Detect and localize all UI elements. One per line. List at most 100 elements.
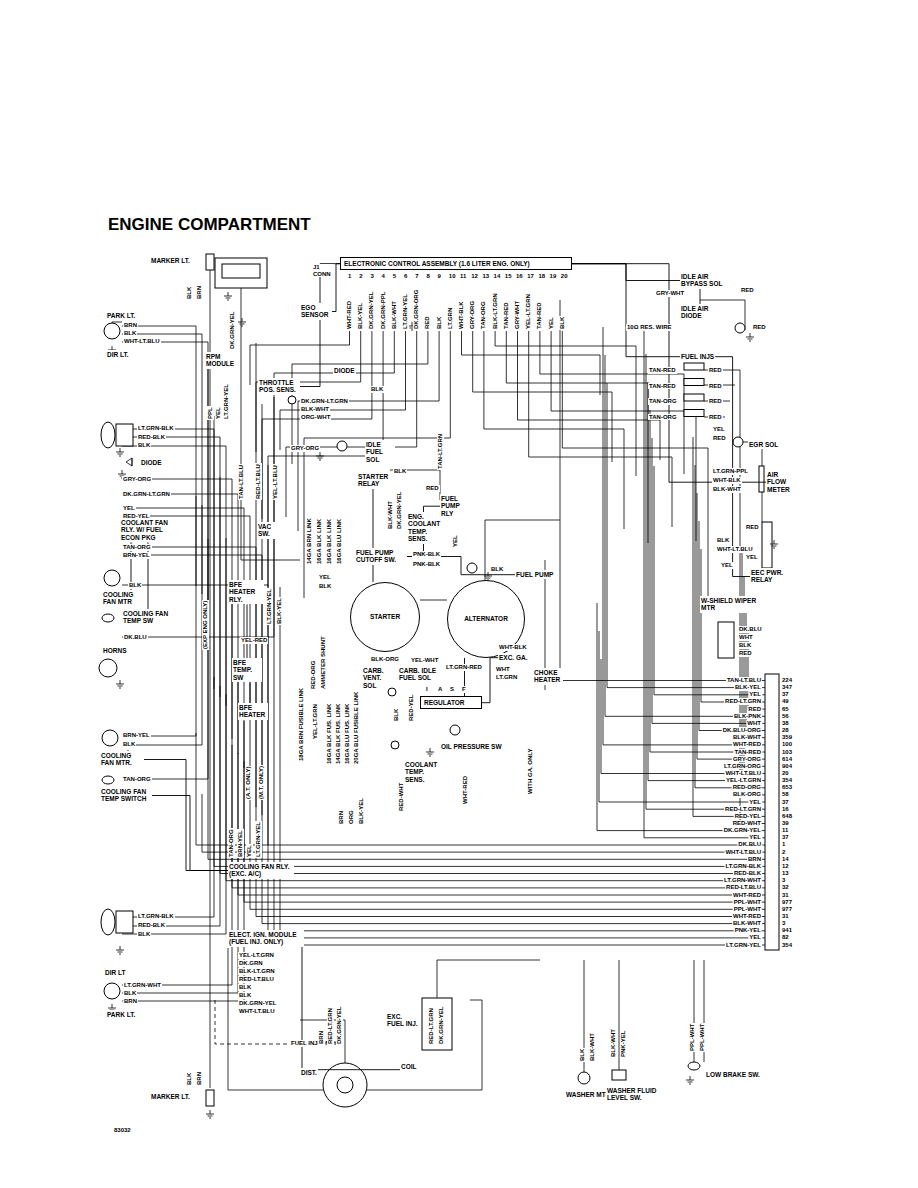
wire-label: 16GA BLK LINK <box>316 518 323 565</box>
harness-wire <box>122 539 208 779</box>
harness-wire <box>220 477 765 874</box>
wire-label: BLK <box>393 708 400 722</box>
wire-label: 224 <box>781 677 793 684</box>
harness-wire <box>250 331 350 385</box>
harness-wire <box>122 479 232 739</box>
wire-label: TAN-RED <box>648 383 677 390</box>
wire-label: BRN <box>196 1071 203 1086</box>
component-name: EXC. GA. <box>499 654 528 661</box>
wire-label: RED <box>424 315 431 330</box>
harness-wire <box>238 660 765 895</box>
wire-label: 904 <box>781 763 793 770</box>
wire-label: YEL <box>246 844 253 858</box>
wire-label: 354 <box>781 777 793 784</box>
harness-wire <box>250 782 765 909</box>
wire-label: 3 <box>781 877 786 884</box>
wire-label: LT.GRN-BLK <box>137 913 175 920</box>
harness-wire <box>644 326 765 838</box>
component-name: STARTER <box>370 613 400 620</box>
wire-label: YEL <box>748 934 762 941</box>
wire-label: TAN-ORG <box>122 776 152 783</box>
component-label: FUEL INJS <box>680 352 715 361</box>
wire-label: LT.GRN-YEL <box>402 293 409 330</box>
wire-label: RED <box>752 324 767 331</box>
wire-label: TAN-RED <box>536 301 543 330</box>
wire-label: TAN-LT.GRN <box>437 433 444 470</box>
wire-label: YEL <box>748 691 762 698</box>
wire-label: GRY-WHT <box>655 290 685 297</box>
wire-label: AMMETER SHUNT <box>320 635 327 690</box>
wire-label: DK.GRN-YEL <box>336 1006 343 1045</box>
component-name: BFE HEATER <box>239 704 267 719</box>
wire-label: TAN-ORG <box>648 398 678 405</box>
wire-label: 13 <box>481 273 490 280</box>
wire-label: 977 <box>781 906 793 913</box>
harness-wire <box>122 745 232 985</box>
wire-label: RED <box>740 287 755 294</box>
wire-label: 347 <box>781 684 793 691</box>
headlamp-symbol <box>101 909 115 935</box>
harness-wire <box>280 587 765 945</box>
wire-label: 941 <box>781 927 793 934</box>
wire-label: 20GA BLU FUSIBLE LINK <box>353 691 360 765</box>
component-name: COOLING FAN TEMP SW <box>123 610 173 625</box>
marker-lamp-symbol <box>206 254 214 270</box>
temp-switch-symbol <box>102 614 114 622</box>
ground-symbol <box>426 748 434 756</box>
wire-label: RED-LT.BLU <box>725 884 762 891</box>
wire-label: YEL <box>122 505 136 512</box>
wire-label: YEL-LT.GRN <box>312 703 319 740</box>
wire-label: GRY-ORG <box>122 476 152 483</box>
harness-wire <box>562 331 708 608</box>
component-label: VAC SW. <box>257 522 281 539</box>
wire-label: TAN-RED <box>648 367 677 374</box>
wire-label: RED <box>745 524 760 531</box>
component-label: MARKER LT. <box>150 256 191 265</box>
wire-label: 14GA BRN LINK <box>306 517 313 565</box>
component-label: BFE TEMP. SW <box>232 658 262 682</box>
component-label: COOLING FAN RLY. (EXC. A/C) <box>228 862 294 879</box>
wire-label: BLK <box>716 537 730 544</box>
wire-label: BLK <box>738 642 752 649</box>
wire-label: LT.GRN-WHT <box>123 982 162 989</box>
wire-connector <box>318 1069 400 1070</box>
wire-label: WHT-BLK <box>498 644 528 651</box>
wire-label: BLK <box>559 316 566 330</box>
harness-wire <box>506 331 648 543</box>
wire-label: BLK <box>238 984 252 991</box>
wire-label: 3 <box>781 920 786 927</box>
wire-connector <box>152 796 228 871</box>
wire-label: RED-LT.GRN <box>724 806 762 813</box>
wire-label: BLK-PNK <box>733 713 762 720</box>
component-name: CARB. IDLE FUEL SOL <box>399 667 439 682</box>
wire-label: 58 <box>781 791 790 798</box>
wire-label: DK.GRN-LT.GRN <box>300 398 349 405</box>
wire-label: 17 <box>526 273 535 280</box>
temp-switch-symbol <box>102 776 114 784</box>
wire-label: BRN <box>747 856 762 863</box>
wire-label: 648 <box>781 813 793 820</box>
harness-wire <box>485 520 560 580</box>
wire-label: RED-YEL <box>408 694 415 722</box>
component-name: IDLE FUEL SOL <box>366 441 394 463</box>
wire-label: 39 <box>781 820 790 827</box>
component-name: CARB. VENT. SOL <box>363 667 387 689</box>
level-switch-symbol <box>612 1070 626 1080</box>
component-label: COOLING FAN MTR <box>102 590 142 607</box>
component-name: ELECTRONIC CONTROL ASSEMBLY (1.6 LITER E… <box>344 260 568 267</box>
component-label: OIL PRESSURE SW <box>440 742 503 751</box>
harness-wire <box>208 355 765 859</box>
wire-label: 359 <box>781 734 793 741</box>
wire-label: 10Ω RES. WIRE <box>626 324 673 331</box>
harness-wire <box>122 496 196 736</box>
ground-symbol <box>116 946 124 954</box>
fuel-inj-only-line <box>215 1000 288 1044</box>
wire-label: BLK-YEL <box>734 684 762 691</box>
wire-label: RED <box>708 398 723 405</box>
wire-label: 19 <box>549 273 558 280</box>
harness-wire <box>601 659 765 774</box>
harness-wire <box>473 331 612 462</box>
harness-wire <box>262 331 372 519</box>
wire-label: ORG <box>348 809 355 825</box>
